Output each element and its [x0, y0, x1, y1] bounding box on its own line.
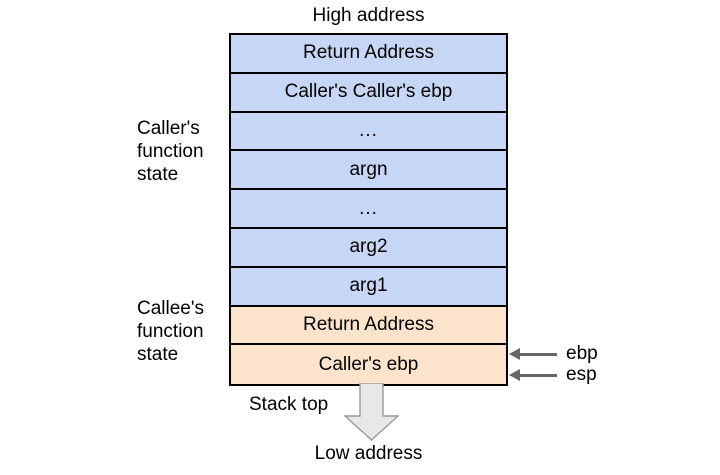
- stack-row: argn: [231, 151, 506, 191]
- stack-row: Return Address: [231, 306, 506, 346]
- stack-box: Return Address Caller's Caller's ebp ...…: [229, 33, 508, 387]
- stack-row-label: argn: [349, 158, 388, 180]
- stack-growth-down-arrow-icon: [344, 383, 399, 441]
- ebp-label: ebp: [566, 343, 598, 364]
- high-address-label: High address: [312, 5, 425, 26]
- stack-row-label: Return Address: [303, 313, 434, 335]
- stack-row: ...: [231, 112, 506, 152]
- stack-row: Caller's Caller's ebp: [231, 73, 506, 113]
- stack-row-label: Caller's ebp: [318, 353, 419, 375]
- esp-label: esp: [566, 364, 597, 385]
- stack-row: arg1: [231, 267, 506, 307]
- stack-row: Caller's ebp: [231, 345, 506, 385]
- ebp-pointer: ebp: [509, 344, 598, 364]
- low-address-label: Low address: [314, 443, 423, 464]
- left-arrow-icon: [509, 348, 557, 360]
- stack-row-label: Caller's Caller's ebp: [284, 81, 453, 103]
- stack-row: Return Address: [231, 35, 506, 74]
- left-arrow-icon: [509, 369, 557, 381]
- stack-row-label: arg1: [349, 275, 388, 297]
- callee-function-state-label: Callee's function state: [137, 298, 204, 365]
- stack-top-label: Stack top: [249, 394, 329, 415]
- stack-row-label: arg2: [349, 236, 388, 258]
- stack-row: ...: [231, 190, 506, 229]
- stack-row: arg2: [231, 228, 506, 268]
- esp-pointer: esp: [509, 365, 597, 385]
- caller-function-state-label: Caller's function state: [137, 118, 204, 185]
- stack-row-label: Return Address: [303, 42, 434, 64]
- stack-row-label: ...: [359, 197, 378, 219]
- stack-row-label: ...: [359, 119, 378, 141]
